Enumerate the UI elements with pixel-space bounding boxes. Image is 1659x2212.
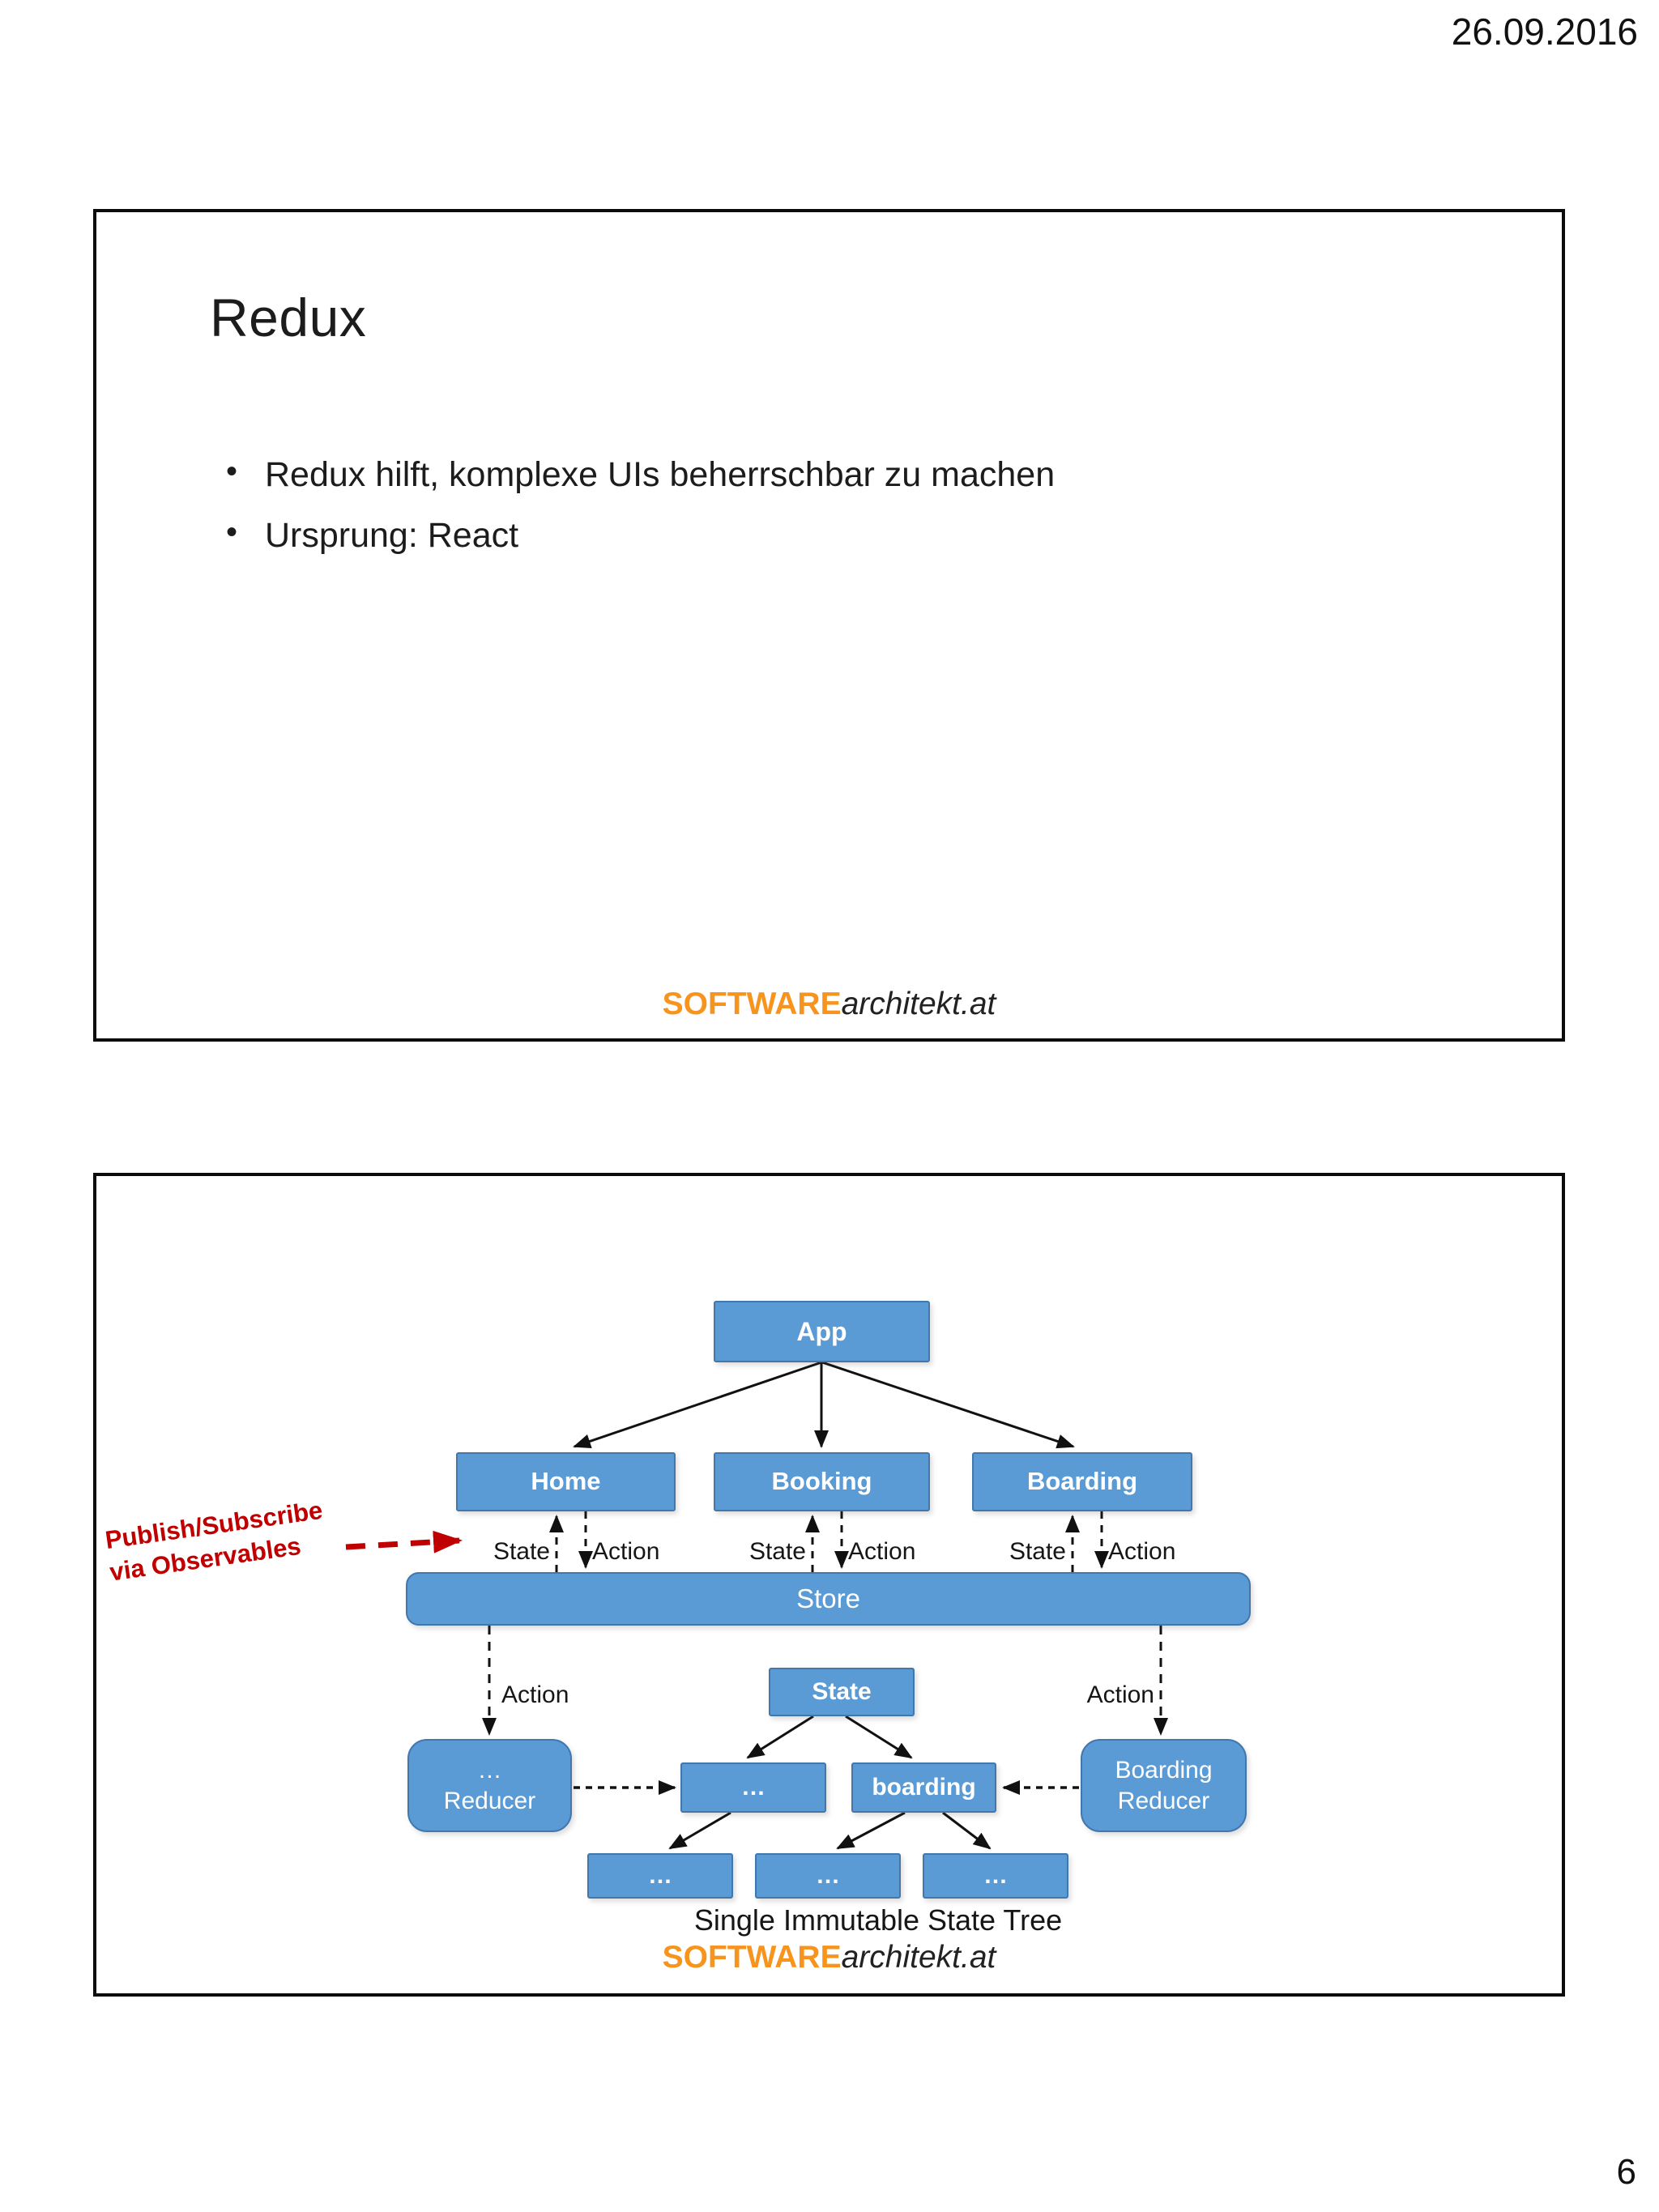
- label-state-boarding: State: [1009, 1538, 1066, 1565]
- page-date: 26.09.2016: [1451, 11, 1638, 53]
- page-number: 6: [1616, 2152, 1636, 2192]
- diagram-node-leaf: …: [587, 1853, 733, 1899]
- bullet-list: Redux hilft, komplexe UIs beherrschbar z…: [220, 454, 1055, 577]
- label-action-booking: Action: [848, 1538, 916, 1565]
- arrow-state-middots: [746, 1715, 814, 1759]
- brand-logo-architekt: architekt.at: [841, 1940, 996, 1975]
- label-action-reducer-right: Action: [1086, 1681, 1154, 1708]
- label-action-boarding: Action: [1108, 1538, 1176, 1565]
- diagram-node-leaf: …: [923, 1853, 1068, 1899]
- diagram-node-boarding-reducer: Boarding Reducer: [1081, 1739, 1247, 1832]
- brand-logo-software: SOFTWARE: [662, 1940, 842, 1975]
- state-tree-caption: Single Immutable State Tree: [693, 1903, 1063, 1937]
- label-action-reducer-left: Action: [501, 1681, 569, 1708]
- label-state-home: State: [493, 1538, 550, 1565]
- arrow-pubsub-red: [345, 1530, 463, 1554]
- reducer-label: Reducer: [443, 1787, 536, 1814]
- diagram-node-state: State: [769, 1668, 915, 1716]
- redux-architecture-diagram: App Home Booking Boarding Store State … …: [96, 1176, 1562, 1993]
- arrow-midboarding-leaf3: [942, 1811, 992, 1850]
- brand-logo-architekt: architekt.at: [841, 987, 996, 1021]
- arrow-middots-leaf1: [668, 1811, 731, 1850]
- label-action-home: Action: [592, 1538, 660, 1565]
- diagram-node-app: App: [714, 1301, 930, 1362]
- brand-logo: SOFTWAREarchitekt.at: [96, 987, 1562, 1022]
- arrow-midboarding-leaf2: [836, 1811, 906, 1850]
- bullet-item: Ursprung: React: [220, 514, 1055, 556]
- boarding-reducer-line1: Boarding: [1115, 1757, 1213, 1784]
- boarding-reducer-line2: Reducer: [1117, 1787, 1210, 1814]
- diagram-node-store: Store: [406, 1572, 1251, 1626]
- arrow-app-boarding: [821, 1361, 1075, 1449]
- diagram-node-boarding: Boarding: [972, 1452, 1192, 1511]
- label-state-booking: State: [748, 1538, 806, 1565]
- slide-redux-diagram: App Home Booking Boarding Store State … …: [93, 1173, 1565, 1997]
- diagram-node-statetree-boarding: boarding: [851, 1762, 996, 1813]
- brand-logo: SOFTWAREarchitekt.at: [96, 1940, 1562, 1975]
- reducer-dots: …: [477, 1757, 502, 1784]
- diagram-node-statetree-dots: …: [680, 1762, 826, 1813]
- diagram-node-reducer: … Reducer: [407, 1739, 572, 1832]
- arrow-state-midboarding: [845, 1715, 913, 1759]
- arrow-app-home: [573, 1361, 822, 1449]
- diagram-connectors: [345, 1361, 1168, 1850]
- brand-logo-software: SOFTWARE: [662, 987, 842, 1021]
- bullet-item: Redux hilft, komplexe UIs beherrschbar z…: [220, 454, 1055, 495]
- diagram-node-leaf: …: [755, 1853, 901, 1899]
- slide-title: Redux: [210, 288, 367, 347]
- slide-redux-intro: Redux Redux hilft, komplexe UIs beherrsc…: [93, 209, 1565, 1042]
- diagram-node-home: Home: [456, 1452, 676, 1511]
- diagram-node-booking: Booking: [714, 1452, 930, 1511]
